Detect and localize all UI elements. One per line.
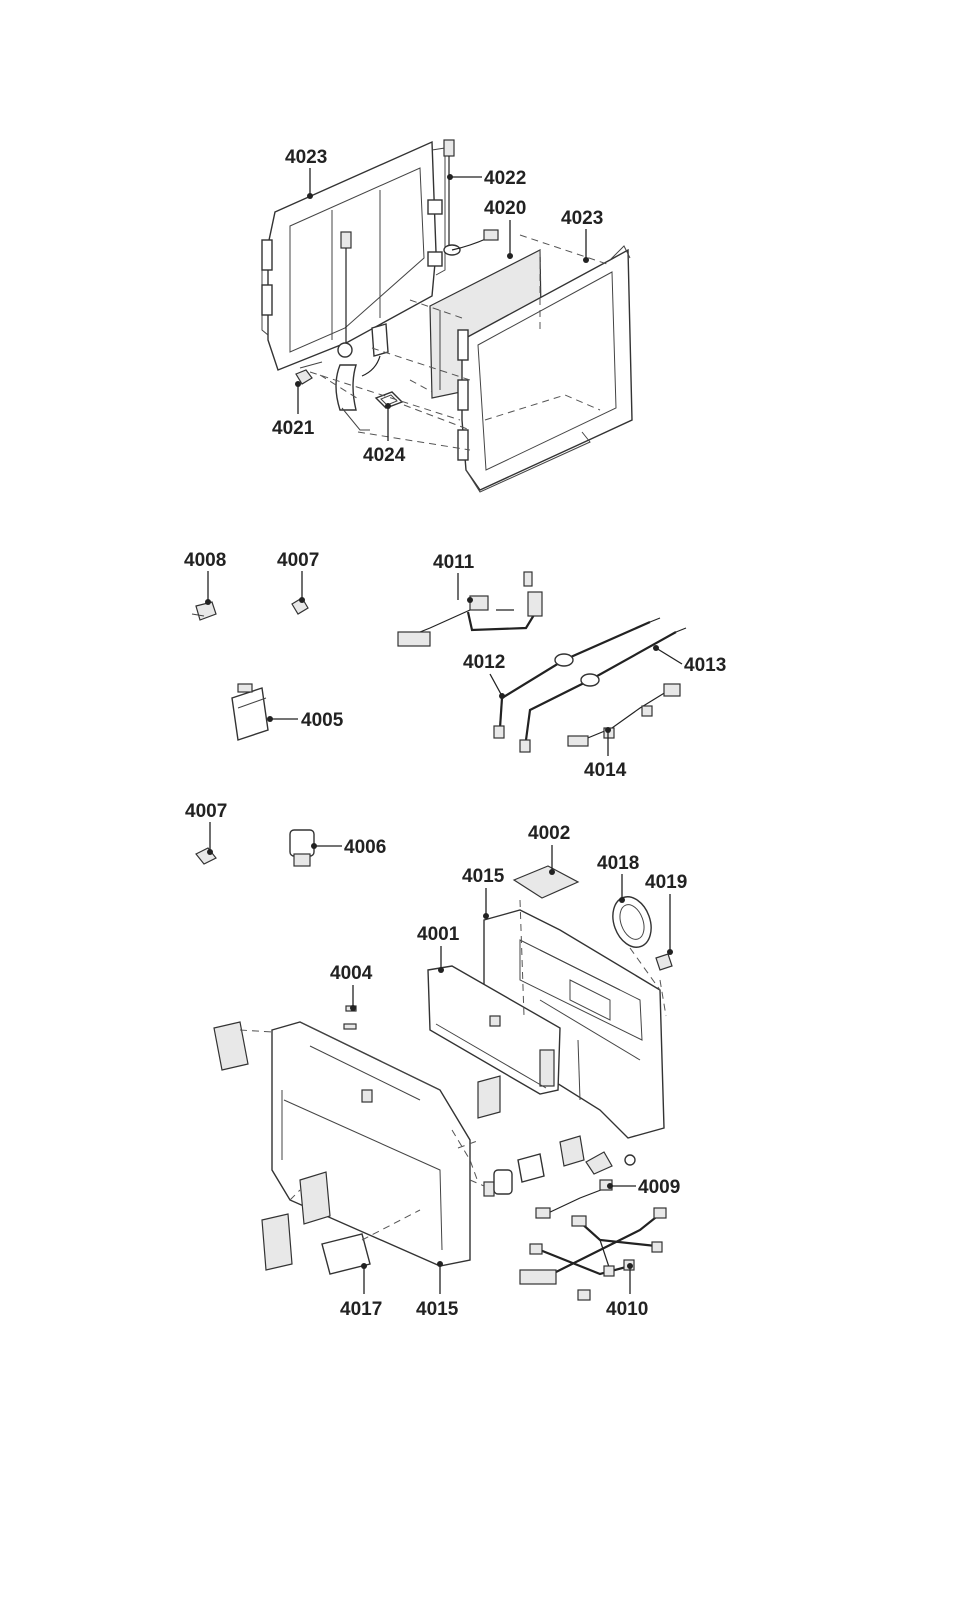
callout-dot-icon [619, 897, 625, 903]
gasket-4024 [374, 391, 404, 409]
harness-4009: 4009 [535, 1177, 680, 1219]
callout-dot-icon [385, 403, 391, 409]
label-4015: 4015 [416, 1299, 459, 1320]
callout-4020: 4020 [484, 198, 526, 259]
callout-dot-icon [467, 597, 473, 603]
callout-4023-left: 4023 [285, 147, 327, 199]
callout-dot-icon [350, 1005, 356, 1011]
sensor-cable [443, 139, 499, 256]
callout-dot-icon [653, 645, 659, 651]
label-4021: 4021 [272, 418, 315, 439]
label-4002: 4002 [528, 823, 570, 844]
callout-dot-icon [307, 193, 313, 199]
part-4017-relay: 4017 [321, 1209, 421, 1320]
explode-lines-bottom [451, 899, 667, 1183]
callout-dot-icon [499, 693, 505, 699]
callout-dot-icon [605, 727, 611, 733]
label-4022: 4022 [484, 168, 526, 189]
harness-4014: 4014 [567, 683, 681, 781]
callout-4015-lower: 4015 [416, 1261, 459, 1320]
part-4006-pressure-switch: 4006 [289, 829, 386, 867]
callout-dot-icon [267, 716, 273, 722]
label-4009: 4009 [638, 1177, 680, 1198]
callout-dot-icon [205, 599, 211, 605]
callout-4024: 4024 [363, 403, 406, 466]
callout-dot-icon [311, 843, 317, 849]
hose-assembly [335, 231, 389, 431]
part-4002-plate: 4002 [512, 823, 580, 899]
middle-parts: 4008 4007 4005 401 [184, 550, 726, 781]
label-4024: 4024 [363, 445, 406, 466]
callout-dot-icon [627, 1263, 633, 1269]
part-4005-module: 4005 [231, 683, 344, 741]
label-4007: 4007 [277, 550, 319, 571]
small-components [469, 1135, 636, 1197]
callout-4023-right: 4023 [561, 208, 603, 263]
harness-4011: 4011 [397, 552, 543, 647]
right-casing [457, 245, 633, 493]
callout-dot-icon [583, 257, 589, 263]
label-4008: 4008 [184, 550, 226, 571]
part-4007-lower: 4007 [185, 801, 227, 865]
label-4019: 4019 [645, 872, 687, 893]
label-4014: 4014 [584, 760, 627, 781]
label-4006: 4006 [344, 837, 386, 858]
callout-dot-icon [207, 849, 213, 855]
callout-dot-icon [483, 913, 489, 919]
callout-dot-icon [299, 597, 305, 603]
callout-dot-icon [607, 1183, 613, 1189]
callout-dot-icon [549, 869, 555, 875]
top-assembly: 4023 4022 4020 4023 4021 4024 [261, 139, 633, 493]
label-4015: 4015 [462, 866, 505, 887]
part-4004-fuse: 4004 [330, 963, 373, 1030]
front-casing [213, 1021, 501, 1271]
callout-dot-icon [667, 949, 673, 955]
label-4023: 4023 [561, 208, 603, 229]
callout-dot-icon [361, 1263, 367, 1269]
label-4007: 4007 [185, 801, 227, 822]
harness-4013: 4013 [519, 627, 726, 753]
label-4023: 4023 [285, 147, 327, 168]
part-4019-clip: 4019 [645, 872, 687, 971]
part-4008: 4008 [184, 550, 226, 621]
callout-dot-icon [437, 1261, 443, 1267]
label-4005: 4005 [301, 710, 344, 731]
label-4020: 4020 [484, 198, 526, 219]
callout-4021: 4021 [272, 381, 315, 439]
label-4004: 4004 [330, 963, 373, 984]
part-4007: 4007 [277, 550, 319, 615]
callout-dot-icon [295, 381, 301, 387]
label-4013: 4013 [684, 655, 726, 676]
label-4011: 4011 [433, 552, 475, 573]
sensor-4021 [295, 361, 323, 385]
label-4017: 4017 [340, 1299, 382, 1320]
label-4018: 4018 [597, 853, 639, 874]
callout-dot-icon [438, 967, 444, 973]
part-4018-ring: 4018 [597, 853, 652, 948]
callout-dot-icon [447, 174, 453, 180]
label-4010: 4010 [606, 1299, 648, 1320]
left-casing-frame [261, 140, 446, 371]
callout-dot-icon [507, 253, 513, 259]
callout-4022: 4022 [447, 168, 526, 189]
label-4012: 4012 [463, 652, 505, 673]
pcb-4001: 4001 [417, 924, 561, 1095]
explode-lines-top [309, 234, 611, 451]
label-4001: 4001 [417, 924, 460, 945]
bottom-assembly: 4007 4006 4002 4015 [185, 801, 687, 1320]
harness-4012: 4012 [463, 617, 661, 739]
harness-4010: 4010 [519, 1207, 667, 1320]
